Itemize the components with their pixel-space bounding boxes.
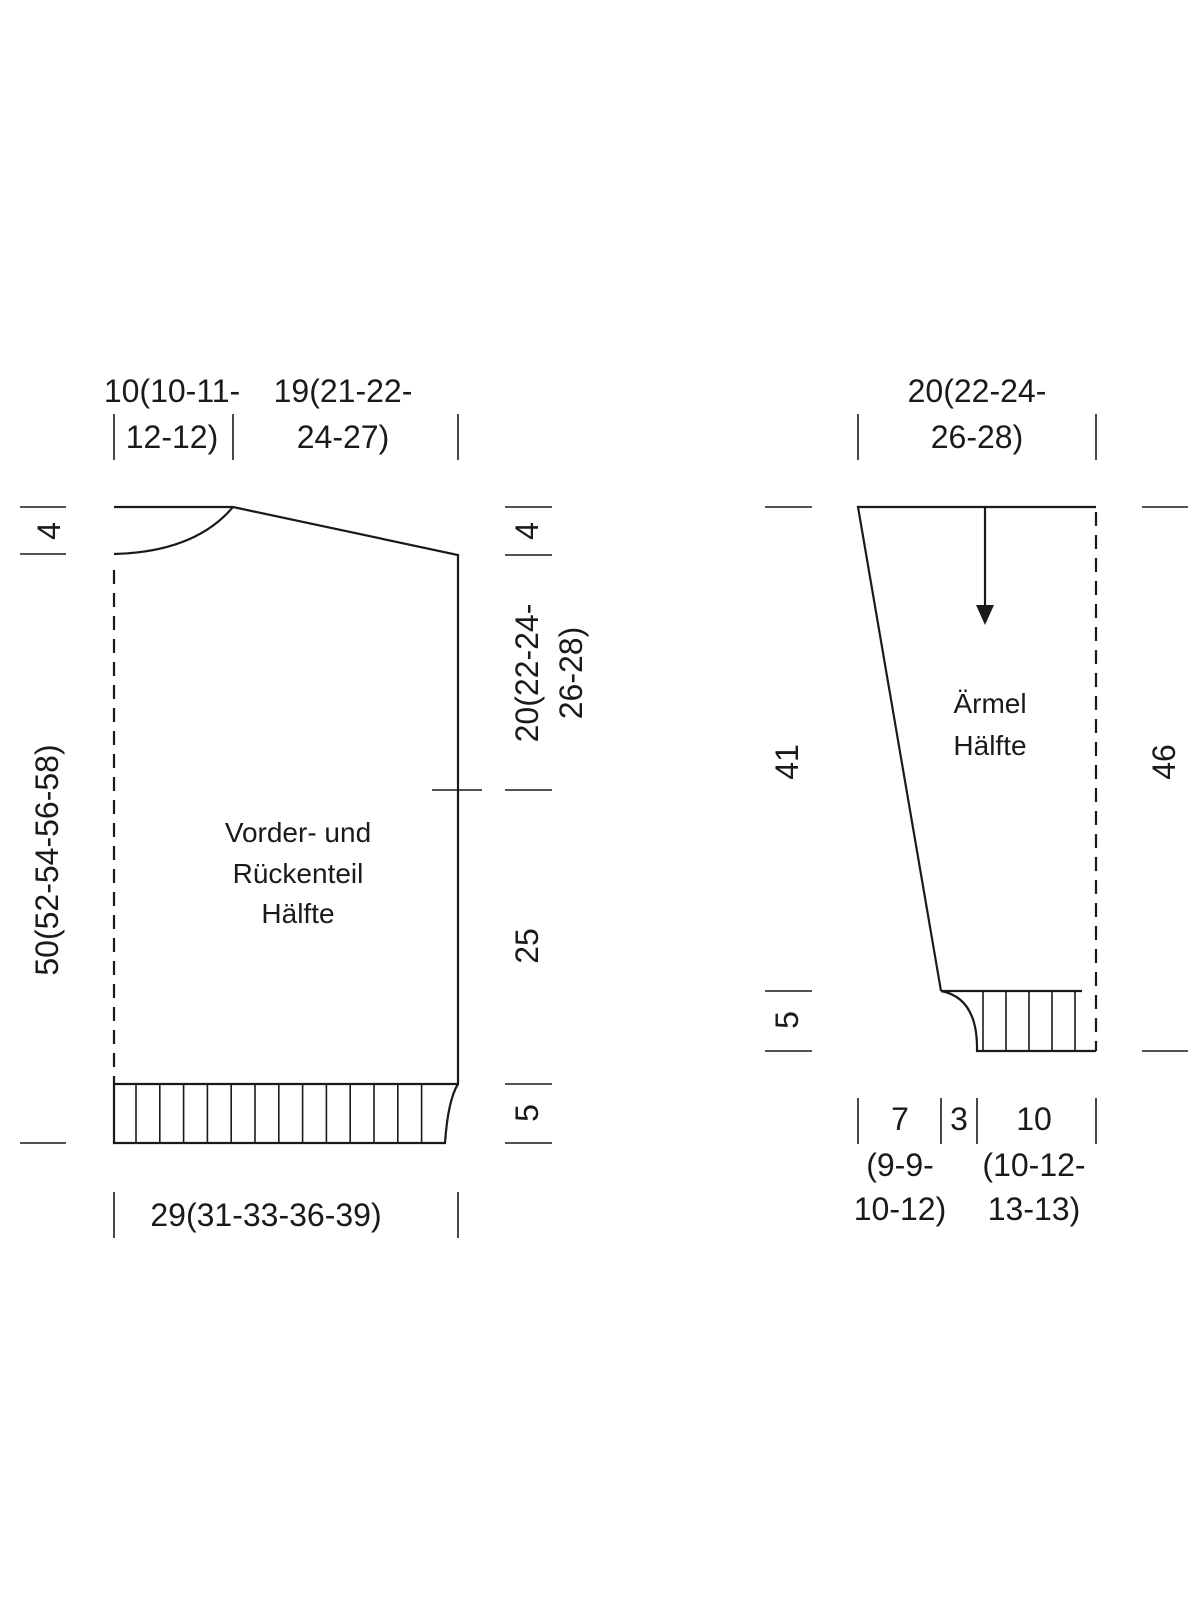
body-left-dimensions: 4 50(52-54-56-58): [20, 506, 67, 1144]
body-outline: [114, 505, 460, 1086]
cuff-taper-line2: (9-9-: [866, 1147, 934, 1183]
body-piece: Vorder- und Rückenteil Hälfte: [112, 505, 460, 1145]
cuff-width-line3: 13-13): [988, 1191, 1081, 1227]
sleeve-cuff: [940, 989, 1096, 1053]
armhole-depth-line1: 20(22-24-: [509, 604, 545, 743]
sleeve-left-dimensions: 41 5: [765, 506, 812, 1052]
neck-depth-label: 4: [31, 522, 67, 540]
cuff-width-line1: 10: [1016, 1101, 1052, 1137]
shoulder-width-line1: 10(10-11-: [104, 373, 240, 409]
cuff-taper-line1: 7: [891, 1101, 909, 1137]
body-right-dimensions: 4 20(22-24- 26-28) 25 5: [432, 506, 589, 1144]
sleeve-bottom-dimensions: 7 (9-9- 10-12) 3 10 (10-12- 13-13): [854, 1098, 1097, 1227]
body-neckline: [113, 506, 234, 556]
body-label-3: Hälfte: [261, 898, 334, 929]
shoulder-slope-line1: 19(21-22-: [274, 373, 413, 409]
body-rib-height-label: 5: [509, 1104, 545, 1122]
cuff-curve-label: 3: [950, 1101, 968, 1137]
sleeve-label-1: Ärmel: [953, 688, 1026, 719]
shoulder-width-line2: 12-12): [126, 419, 219, 455]
sleeve-top-width-line2: 26-28): [931, 419, 1024, 455]
body-bottom-dimension: 29(31-33-36-39): [113, 1192, 459, 1238]
sleeve-cuff-height-label: 5: [769, 1011, 805, 1029]
bottom-width-label: 29(31-33-36-39): [150, 1197, 381, 1233]
cuff-taper-line3: 10-12): [854, 1191, 947, 1227]
cuff-width-line2: (10-12-: [982, 1147, 1085, 1183]
shoulder-slope-line2: 24-27): [297, 419, 390, 455]
armhole-depth-line2: 26-28): [553, 627, 589, 720]
sleeve-top-dimension: 20(22-24- 26-28): [857, 373, 1097, 460]
sleeve-piece: Ärmel Hälfte: [856, 505, 1098, 1053]
body-label-1: Vorder- und: [225, 817, 371, 848]
sleeve-right-dimensions: 46: [1142, 506, 1188, 1052]
sleeve-label-2: Hälfte: [953, 730, 1026, 761]
sleeve-total-length-label: 46: [1146, 744, 1182, 780]
body-total-length-label: 50(52-54-56-58): [29, 744, 65, 975]
sleeve-outline: [856, 505, 1096, 992]
body-ribbing: [112, 1083, 459, 1145]
side-length-label: 25: [509, 928, 545, 964]
knitting-direction-arrow: [976, 507, 994, 625]
sleeve-top-width-line1: 20(22-24-: [908, 373, 1047, 409]
shoulder-drop-label: 4: [509, 522, 545, 540]
body-top-dimensions: 10(10-11- 12-12) 19(21-22- 24-27): [104, 373, 459, 460]
sleeve-length-label: 41: [769, 744, 805, 780]
body-label-2: Rückenteil: [233, 858, 364, 889]
